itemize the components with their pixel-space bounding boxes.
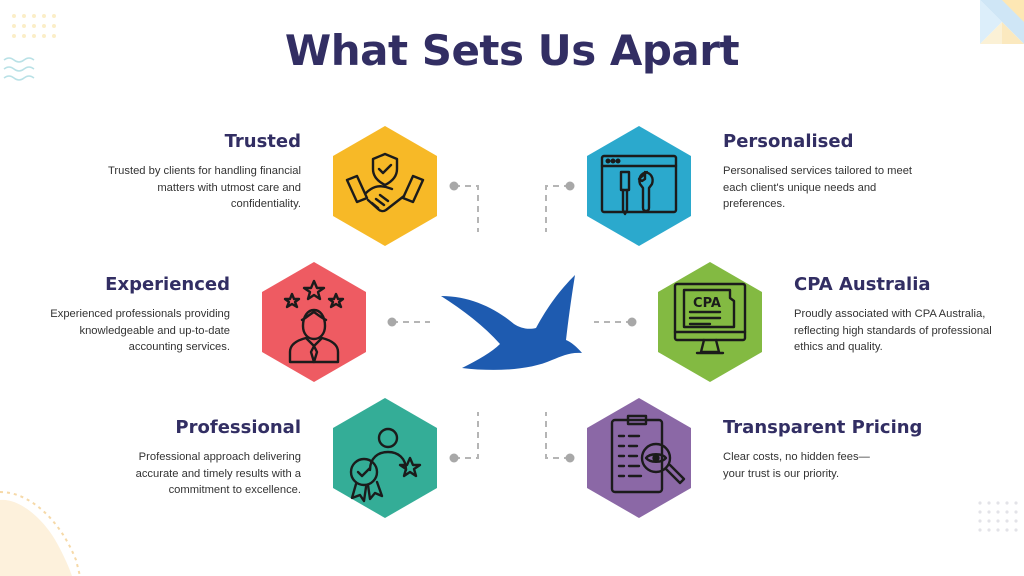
description-line: Personalised services tailored to meet [723,165,913,177]
description-line: Experienced professionals providing [50,308,230,320]
description-line: ethics and quality. [794,341,883,353]
description-line: preferences. [723,198,786,210]
description-transparent-pricing: Clear costs, no hidden fees— your trust … [723,449,870,482]
connector-dots [387,181,637,463]
connector-lines [392,185,632,459]
hexagon-experienced-shape [262,262,366,382]
description-trusted: Trusted by clients for handling financia… [108,163,301,213]
description-personalised: Personalised services tailored to meet e… [723,163,912,213]
heading-experienced: Experienced [105,274,230,295]
clipboard-magnifier-icon [610,414,686,494]
hexagon-transparent-pricing [587,398,691,518]
cpa-monitor-icon [673,282,747,355]
expert-stars-icon [283,279,345,364]
heading-cpa-australia: CPA Australia [794,274,931,295]
description-line: accounting services. [128,341,230,353]
heading-professional: Professional [175,417,301,438]
bottom-left-blob-decoration [0,491,81,576]
cpa-icon-text: CPA [693,296,721,311]
description-line: matters with utmost care and [157,181,301,194]
description-line: confidentiality. [230,198,301,210]
description-line: your trust is our priority. [723,467,840,480]
heading-personalised: Personalised [723,131,854,152]
description-line: commitment to excellence. [168,484,301,496]
hexagon-professional-shape [333,398,437,518]
hexagon-experienced [262,262,366,382]
hexagon-cpa-australia-shape [658,262,762,382]
hexagon-cpa-australia: CPA [658,262,762,382]
award-person-icon [349,427,422,503]
dot-grid-bottom-right-decoration [978,501,1018,532]
hexagon-personalised [587,126,691,246]
page-title: What Sets Us Apart [284,26,740,75]
description-line: each client's unique needs and [723,181,877,194]
description-line: knowledgeable and up-to-date [79,324,230,337]
hexagon-trusted [333,126,437,246]
hexagon-professional [333,398,437,518]
wave-lines-decoration [3,57,35,81]
description-line: Clear costs, no hidden fees— [723,451,870,463]
description-line: accurate and timely results with a [135,467,301,480]
bird-logo [441,275,582,370]
browser-tools-icon [600,154,678,216]
description-line: Professional approach delivering [138,451,301,463]
description-line: Proudly associated with CPA Australia, [794,308,986,320]
corner-triangles-decoration [980,0,1024,44]
dot-grid-top-left-decoration [12,14,56,38]
description-line: Trusted by clients for handling financia… [108,165,301,177]
description-line: reflecting high standards of professiona… [794,324,992,337]
heading-transparent-pricing: Transparent Pricing [723,417,923,438]
description-experienced: Experienced professionals providing know… [50,306,230,356]
handshake-shield-icon [345,152,425,213]
description-professional: Professional approach delivering accurat… [136,449,301,499]
description-cpa-australia: Proudly associated with CPA Australia, r… [794,306,992,356]
heading-trusted: Trusted [224,131,301,152]
